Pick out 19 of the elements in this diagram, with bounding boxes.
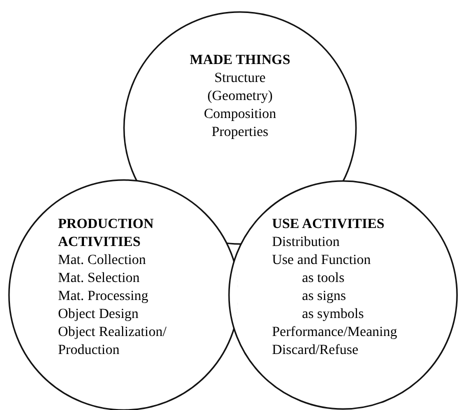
circle-item: as symbols [301, 306, 364, 324]
circle-item: (Geometry) [207, 88, 273, 106]
circle-item: Distribution [272, 234, 340, 252]
circle-item: Use and Function [272, 252, 371, 270]
circle-item: Composition [204, 106, 276, 124]
circle-item: Properties [212, 124, 268, 142]
circle-item: Performance/Meaning [272, 324, 398, 342]
circle-heading: USE ACTIVITIES [272, 216, 384, 234]
circle-item: as signs [301, 288, 346, 306]
circle-item: Mat. Collection [58, 252, 146, 270]
circle-item: Structure [214, 70, 266, 88]
circle-item: as tools [301, 270, 344, 288]
circle-item: Object Realization/ Production [58, 324, 168, 360]
circle-item: Object Design [58, 306, 138, 324]
circle-item: Discard/Refuse [272, 342, 358, 360]
circle-heading: MADE THINGS [190, 52, 290, 70]
circle-item: Mat. Processing [58, 288, 148, 306]
circle-item: Mat. Selection [58, 270, 140, 288]
circle-heading: PRODUCTION ACTIVITIES [58, 216, 155, 252]
